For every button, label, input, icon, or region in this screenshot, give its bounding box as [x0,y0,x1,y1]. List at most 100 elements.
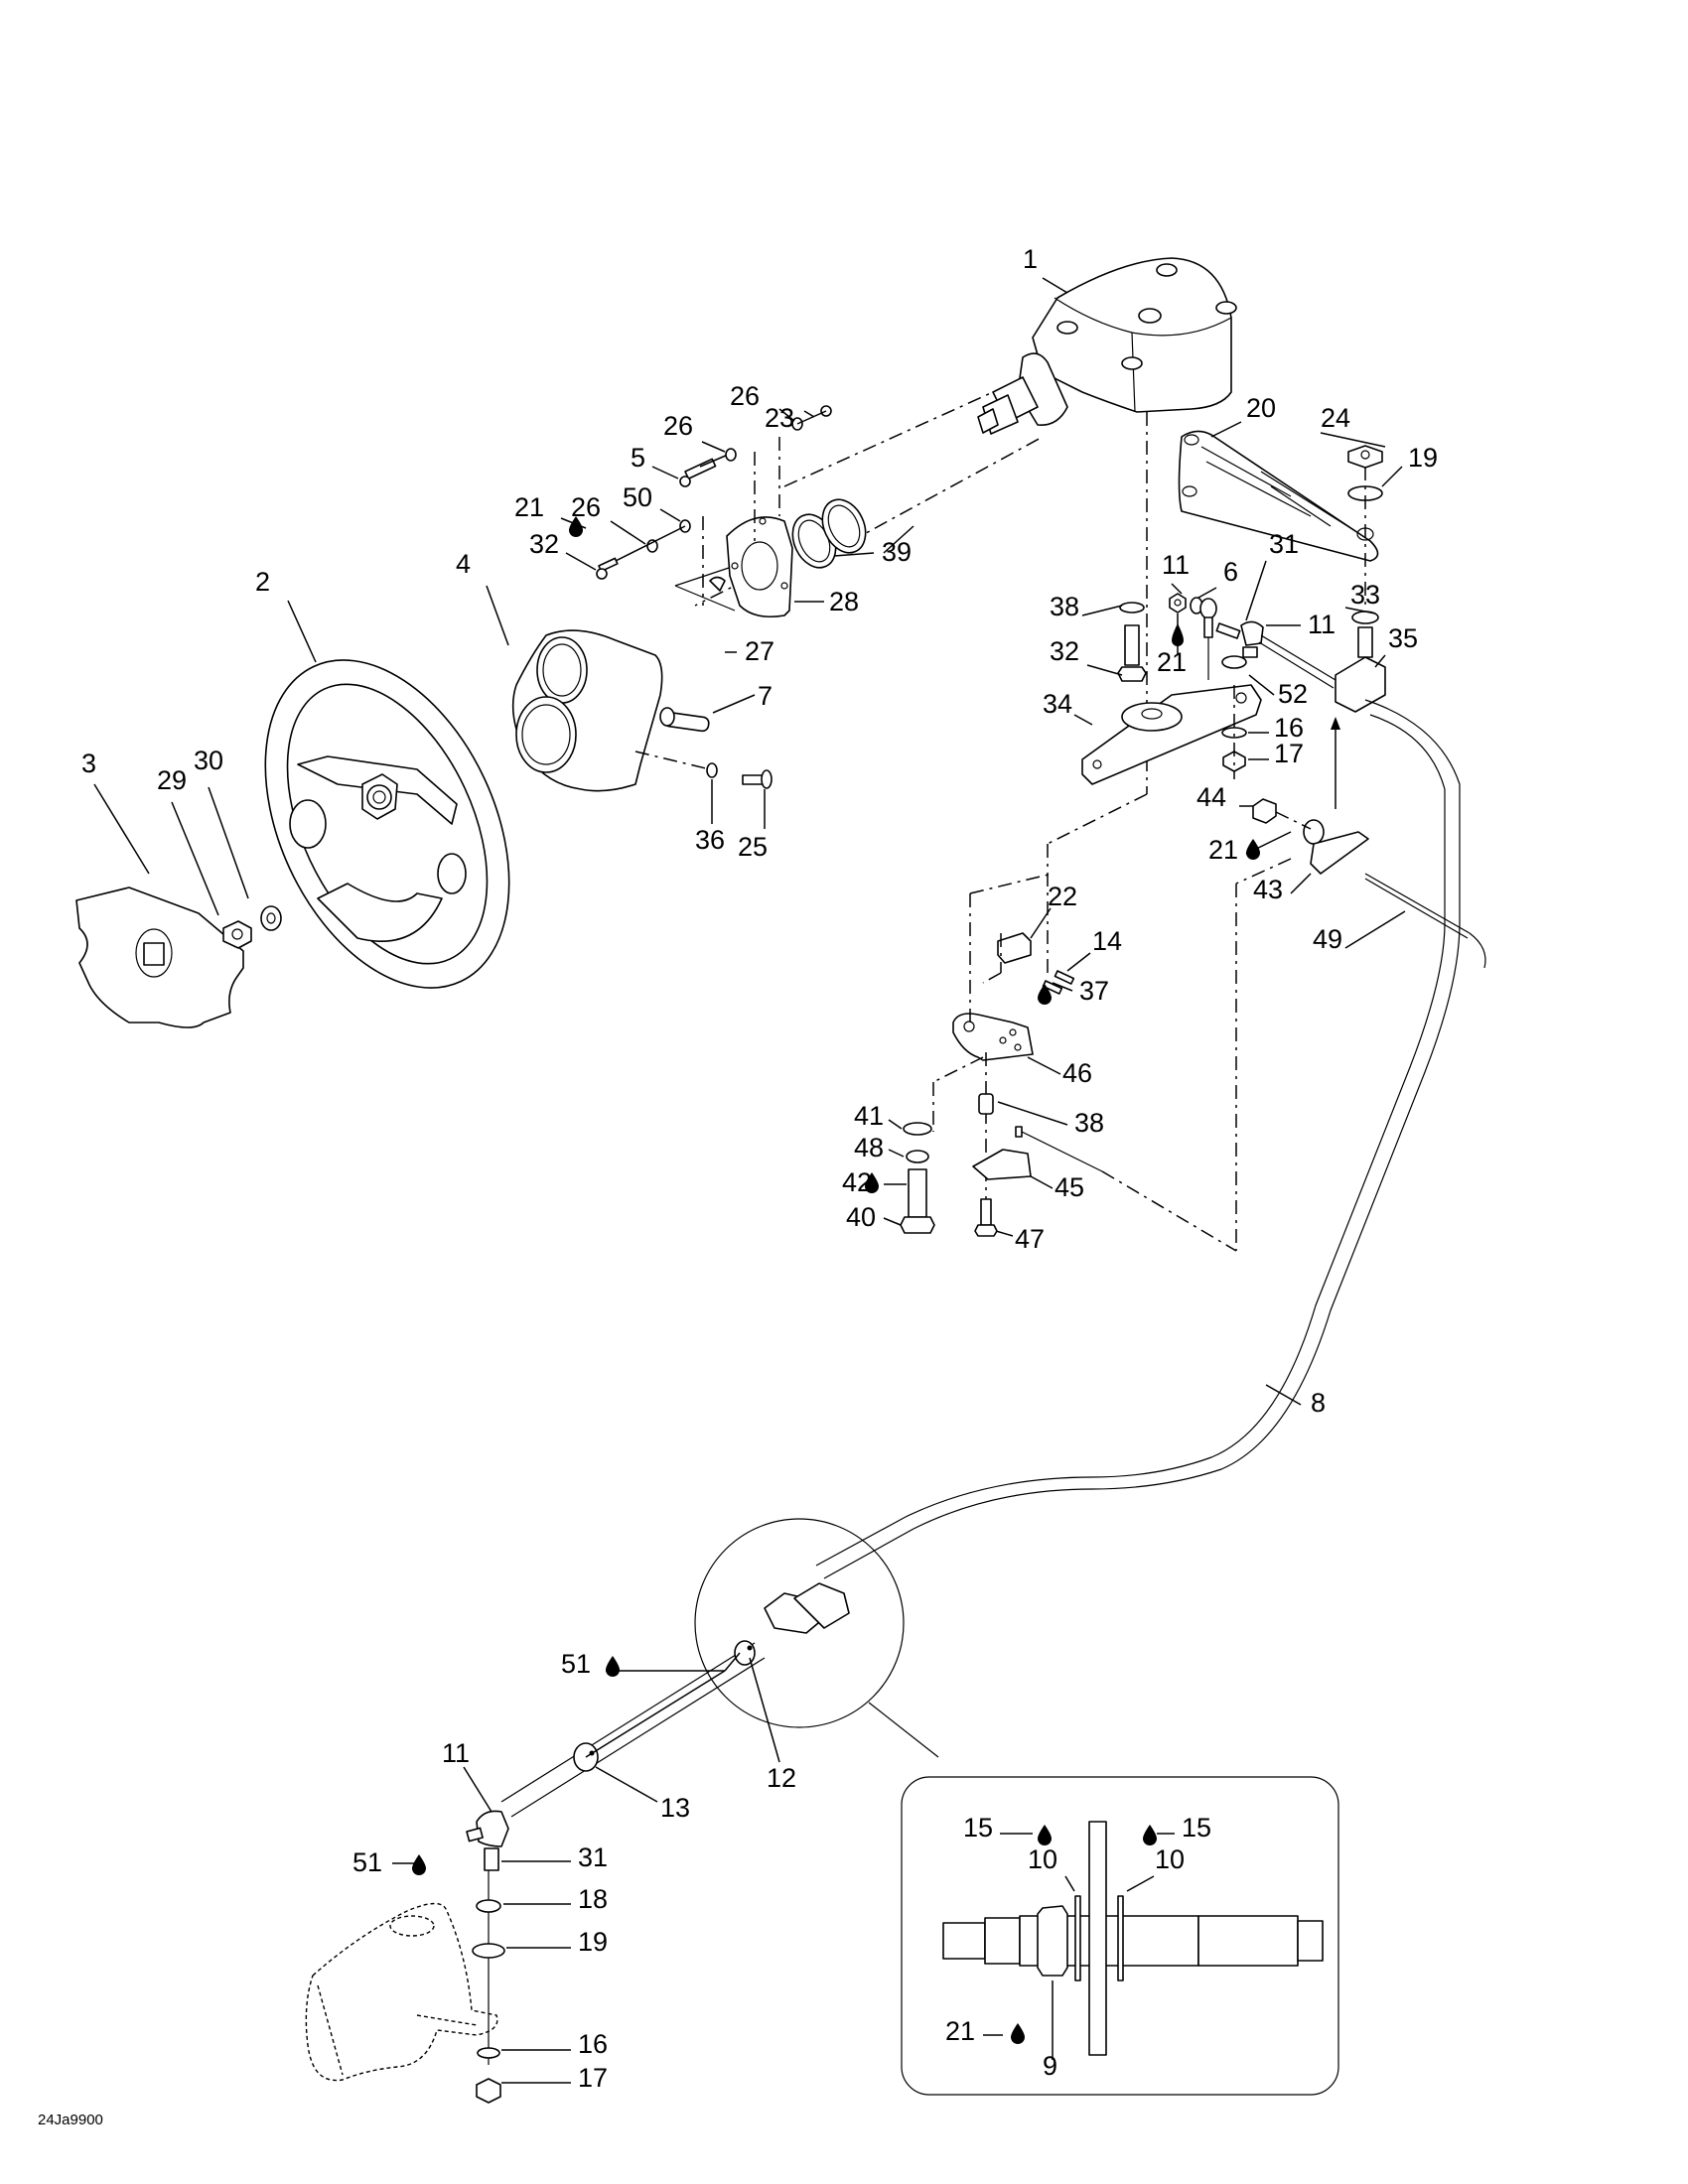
leader-line-2 [287,600,317,663]
switch-22 [997,932,1032,964]
cable-block-35 [1335,656,1386,713]
leader-line-40 [883,1217,902,1226]
screw-25 [742,769,773,789]
callout-17: 17 [1274,739,1304,768]
callout-7: 7 [758,681,773,711]
callout-18: 18 [578,1884,608,1914]
detail-inset [901,1776,1339,2096]
bolt-40 [900,1168,935,1234]
washer-16-lower [477,2047,500,2059]
callout-15: 15 [1182,1813,1211,1843]
lower-bracket-34 [1081,684,1262,785]
leader-line-52 [1248,674,1275,696]
nozzle-outline [305,1902,498,2082]
leader-line-32 [565,552,597,571]
callout-10: 10 [1028,1844,1057,1874]
leader-line-47 [995,1230,1014,1237]
callout-10: 10 [1155,1844,1185,1874]
callout-43: 43 [1253,875,1283,904]
callout-4: 4 [456,549,471,579]
leader-line-23 [803,410,815,418]
nut-29 [222,920,252,949]
callout-13: 13 [660,1793,690,1823]
pin-48 [1015,1126,1103,1172]
callout-17: 17 [578,2063,608,2093]
callout-23: 23 [765,403,794,433]
callout-20: 20 [1246,393,1276,423]
leader-line-10 [1126,1875,1155,1892]
callout-41: 41 [854,1101,884,1131]
key-27 [709,576,726,592]
column-axis-line [783,391,994,487]
callout-45: 45 [1055,1172,1084,1202]
upper-bracket-20 [1178,430,1379,562]
leader-line-4 [486,585,509,646]
hub-cover [75,887,244,1028]
plate-46 [952,1013,1034,1061]
leader-line-51 [585,1670,726,1758]
callout-34: 34 [1043,689,1072,719]
leader-line-50 [659,508,681,522]
leader-line-41 [888,1119,903,1130]
stud-33 [1351,611,1379,658]
nut-9 [1037,1905,1068,1977]
sleeve-12 [734,1640,756,1666]
leader-line-31 [1245,560,1267,621]
leader-line-45 [1030,1175,1054,1189]
leader-line-1 [1042,277,1068,294]
leader-line-37 [1052,982,1073,992]
instrument-housing [511,629,663,792]
screw-37 [1042,980,1063,995]
steering-cable-8 [815,699,1461,1579]
leader-line-48 [888,1149,905,1158]
steering-wheel [264,659,510,989]
washer-30 [260,905,282,931]
mounting-plate [726,516,793,618]
callout-19: 19 [578,1927,608,1957]
callout-leaders [93,277,1406,2084]
screw-5 [679,458,717,487]
callout-11: 11 [1162,550,1190,580]
washer-26 [725,448,737,462]
figure-id: 24Ja9900 [38,2112,103,2128]
callout-21: 21 [1157,647,1187,677]
leader-line-19 [1381,466,1403,487]
callout-12: 12 [767,1763,796,1793]
lubricant-drop-icon [1172,623,1184,646]
callout-50: 50 [623,482,652,512]
callout-35: 35 [1388,623,1418,653]
callout-21: 21 [514,492,544,522]
leader-line-12 [749,1657,780,1763]
leader-line-13 [595,1766,658,1803]
leader-line-3 [93,783,150,875]
leader-line-11 [463,1766,492,1813]
callout-15: 15 [963,1813,993,1843]
callout-47: 47 [1015,1224,1045,1254]
plate-45 [972,1149,1032,1180]
leader-line-29 [171,801,219,916]
bolt-32 [1117,602,1147,682]
leader-line-49 [1344,910,1406,949]
lubricant-drop-icon [1011,2023,1025,2044]
leader-line-24 [1320,432,1386,448]
leader-line-26 [701,441,726,453]
nut-17-lower [476,2078,501,2104]
callout-33: 33 [1350,580,1380,610]
leader-line-34 [1073,714,1093,726]
callout-27: 27 [745,636,774,666]
callout-40: 40 [846,1202,876,1232]
lubricant-drop-icon [1143,1825,1157,1845]
leader-line-14 [1066,952,1091,972]
leader-line-26 [778,408,795,422]
washer-19-lower [472,1943,505,1959]
callout-37: 37 [1079,976,1109,1006]
washer-41 [903,1122,932,1136]
steering-column-housing [977,257,1237,435]
callout-14: 14 [1092,926,1122,956]
bushing-52 [1221,655,1247,669]
nut-11-upper [1169,593,1187,614]
screw-32-small [596,557,619,580]
nut-24 [1347,445,1383,469]
